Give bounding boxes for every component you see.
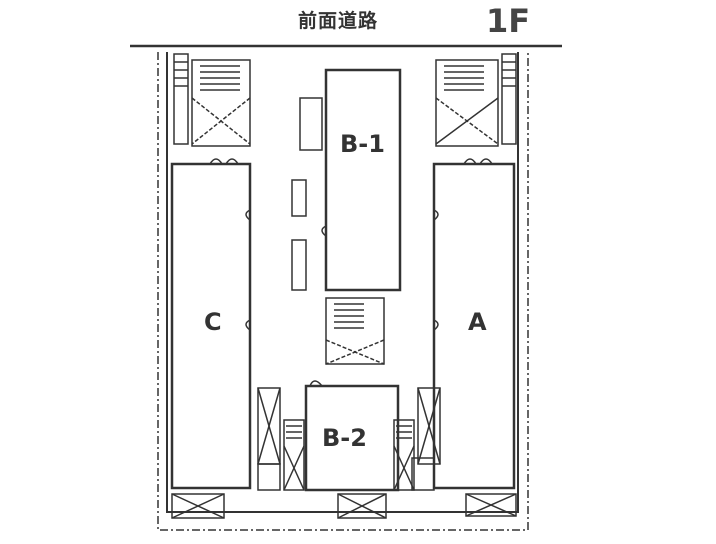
- site-boundary: [157, 52, 529, 531]
- fixture: [291, 239, 307, 291]
- fixture: [291, 179, 307, 217]
- unit-b1-label: B-1: [340, 130, 385, 158]
- stair-top-right: [435, 53, 517, 147]
- doors: [209, 158, 493, 387]
- unit-b1[interactable]: [324, 68, 402, 292]
- bottom-closets: [171, 493, 517, 519]
- floor-label: 1F: [486, 2, 531, 40]
- stair-center: [325, 297, 385, 365]
- stair-b2-right: [393, 387, 441, 491]
- unit-a-label: A: [468, 308, 487, 336]
- stair-b2-left: [257, 387, 305, 491]
- mailbox-fixture: [299, 97, 323, 151]
- stair-top-left: [173, 53, 251, 147]
- road-label: 前面道路: [298, 10, 379, 32]
- unit-b2-label: B-2: [322, 424, 367, 452]
- unit-a[interactable]: [432, 162, 516, 490]
- unit-c[interactable]: [170, 162, 252, 490]
- outer-wall: [166, 52, 519, 513]
- unit-c-label: C: [204, 308, 222, 336]
